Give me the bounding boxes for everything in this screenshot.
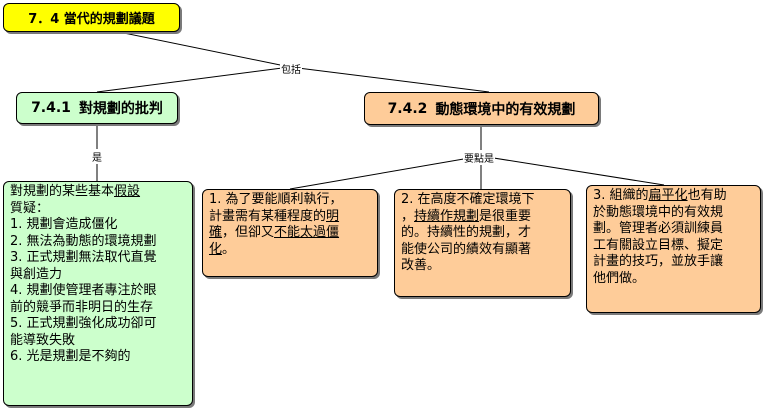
critique-title: 對規劃的批判 <box>78 101 163 117</box>
point-1-box: 1. 為了要能順利執行， 計畫需有某種程度的明 確，但卻又不能太過僵 化。 <box>202 189 378 277</box>
critique-item: 6. 光是規劃是不夠的 <box>10 349 131 364</box>
dynamic-number: 7.4.2 <box>387 100 428 117</box>
critique-node[interactable]: 7.4.1 對規劃的批判 <box>16 92 178 124</box>
link-label-is: 是 <box>91 149 103 164</box>
dynamic-title: 動態環境中的有效規劃 <box>435 101 576 118</box>
root-topic-title: 7．4 當代的規劃議題 <box>28 12 155 27</box>
critique-item: 4. 規劃使管理者專注於眼 <box>10 283 157 298</box>
critique-intro-end: 質疑： <box>10 200 50 216</box>
critique-intro: 對規劃的某些基本假設 <box>10 184 141 199</box>
critique-detail-box: 對規劃的某些基本假設 質疑： 1. 規劃會造成僵化 2. 無法為動態的環境規劃 … <box>3 181 193 406</box>
link-label-includes: 包括 <box>280 61 302 76</box>
assumption-term: 假設 <box>114 184 141 199</box>
critique-item: 2. 無法為動態的環境規劃 <box>10 233 157 249</box>
dynamic-planning-node[interactable]: 7.4.2 動態環境中的有效規劃 <box>364 92 599 125</box>
critique-item: 能導致失敗 <box>10 332 76 348</box>
critique-item: 3. 正式規劃無法取代直覺 <box>10 250 157 265</box>
critique-item: 前的競爭而非明日的生存 <box>10 299 154 315</box>
root-topic-node[interactable]: 7．4 當代的規劃議題 <box>3 3 180 32</box>
critique-item: 1. 規劃會造成僵化 <box>10 217 118 232</box>
link-label-key-points: 要點是 <box>463 150 495 165</box>
critique-item: 5. 正式規劃強化成功卻可 <box>10 316 157 331</box>
point-3-box: 3. 組織的扁平化也有助 於動態環境中的有效規 劃。管理者必須訓練員 工有關設立… <box>586 185 761 313</box>
point-2-box: 2. 在高度不確定環境下 ，持續作規劃是很重要 的。持續性的規劃，才 能使公司的… <box>394 189 571 297</box>
critique-item: 與創造力 <box>10 266 63 282</box>
critique-number: 7.4.1 <box>31 100 71 116</box>
